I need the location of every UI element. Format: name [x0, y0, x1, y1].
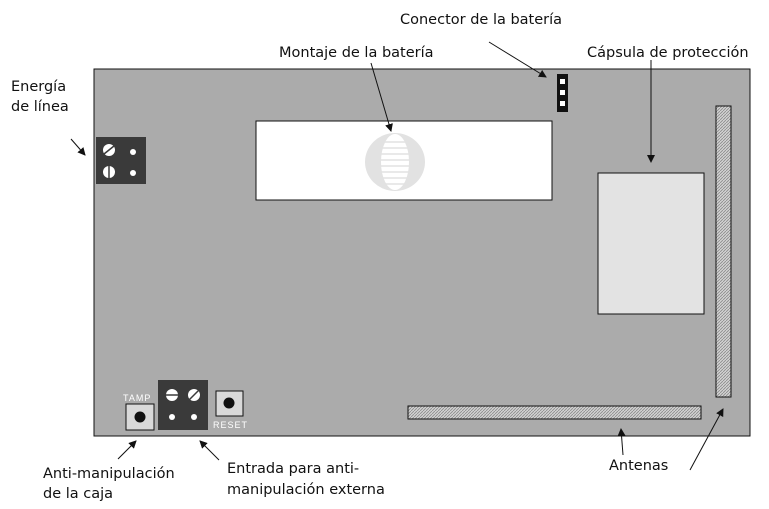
- line-power-terminal: [96, 137, 146, 184]
- external-tamper-terminal: [158, 380, 208, 430]
- battery-mount: [255, 120, 553, 201]
- protection-capsule-label: Cápsula de protección: [587, 45, 749, 61]
- protection-capsule: [597, 172, 705, 315]
- line-power-label-2: de línea: [11, 99, 69, 115]
- reset-switch: RESET: [213, 390, 248, 430]
- line-power-label-1: Energía: [11, 79, 66, 95]
- leader-arrows: [70, 41, 724, 471]
- external-tamper-label-2: manipulación externa: [227, 482, 385, 498]
- antenna-horizontal: [407, 405, 702, 420]
- antenna-vertical: [715, 105, 732, 398]
- reset-label: RESET: [213, 420, 248, 430]
- antennas-label: Antenas: [609, 458, 668, 474]
- tamp-label: TAMP: [123, 393, 151, 403]
- external-tamper-label-1: Entrada para anti-: [227, 461, 359, 477]
- battery-connector: [557, 74, 568, 112]
- battery-connector-label: Conector de la batería: [400, 12, 562, 28]
- case-tamper-label-2: de la caja: [43, 486, 113, 502]
- battery-mount-label: Montaje de la batería: [279, 45, 434, 61]
- case-tamper-label-1: Anti-manipulación: [43, 466, 175, 482]
- tamper-switch: TAMP: [123, 393, 155, 431]
